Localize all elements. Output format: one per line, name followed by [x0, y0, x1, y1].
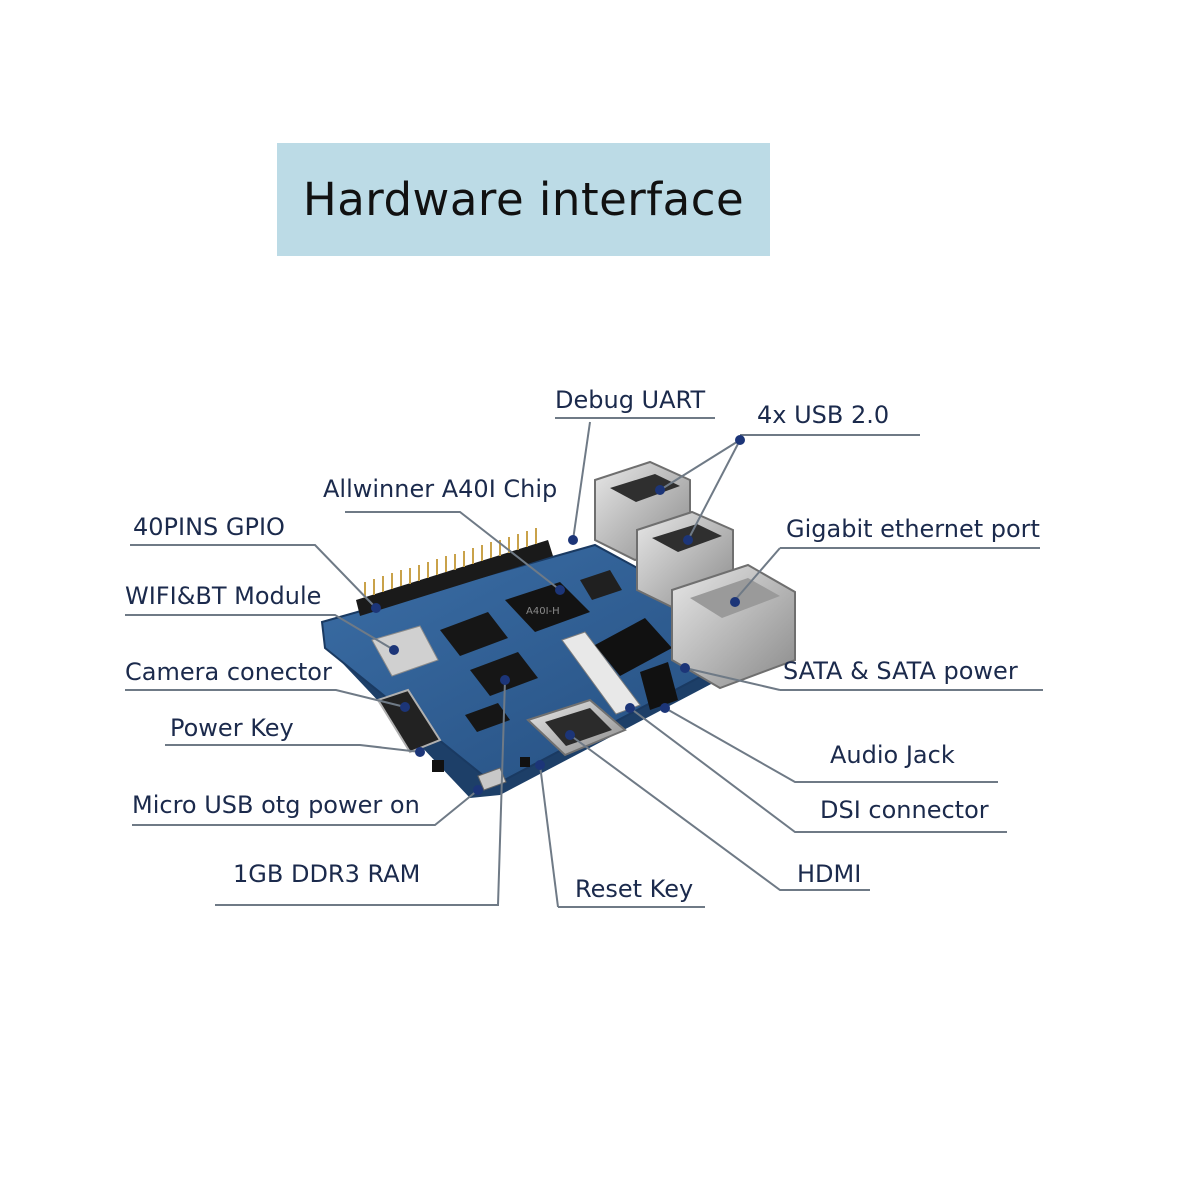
title-banner: Hardware interface — [277, 143, 770, 256]
label-ethernet: Gigabit ethernet port — [786, 515, 1040, 543]
label-wifi-bt: WIFI&BT Module — [125, 582, 321, 610]
wifi-module-graphic — [371, 625, 439, 677]
page-title: Hardware interface — [302, 173, 745, 226]
label-allwinner-chip: Allwinner A40I Chip — [323, 475, 557, 503]
label-camera: Camera conector — [125, 658, 332, 686]
hdmi-port-graphic — [526, 698, 627, 757]
label-power-key: Power Key — [170, 714, 294, 742]
camera-connector-graphic — [376, 688, 442, 754]
callout-labels: Debug UART 4x USB 2.0 Allwinner A40I Chi… — [125, 386, 1040, 903]
label-debug-uart: Debug UART — [555, 386, 705, 414]
chips-graphic: A40I-H — [440, 570, 622, 732]
label-usb: 4x USB 2.0 — [757, 401, 889, 429]
label-hdmi: HDMI — [797, 860, 861, 888]
label-ram: 1GB DDR3 RAM — [233, 860, 420, 888]
keys-graphic — [432, 757, 530, 791]
audio-jack-graphic — [640, 662, 678, 710]
chip-marking: A40I-H — [526, 606, 560, 617]
dsi-connector-graphic — [561, 631, 641, 715]
label-gpio: 40PINS GPIO — [133, 513, 285, 541]
gpio-header-graphic — [356, 528, 553, 616]
pcb-board — [320, 543, 773, 798]
label-micro-usb: Micro USB otg power on — [132, 791, 420, 819]
label-audio-jack: Audio Jack — [830, 741, 955, 769]
sata-graphic — [595, 618, 672, 676]
label-reset-key: Reset Key — [575, 875, 693, 903]
pointer-dots — [371, 435, 745, 795]
label-sata: SATA & SATA power — [783, 657, 1018, 685]
label-dsi: DSI connector — [820, 796, 989, 824]
leader-lines — [125, 417, 1043, 908]
